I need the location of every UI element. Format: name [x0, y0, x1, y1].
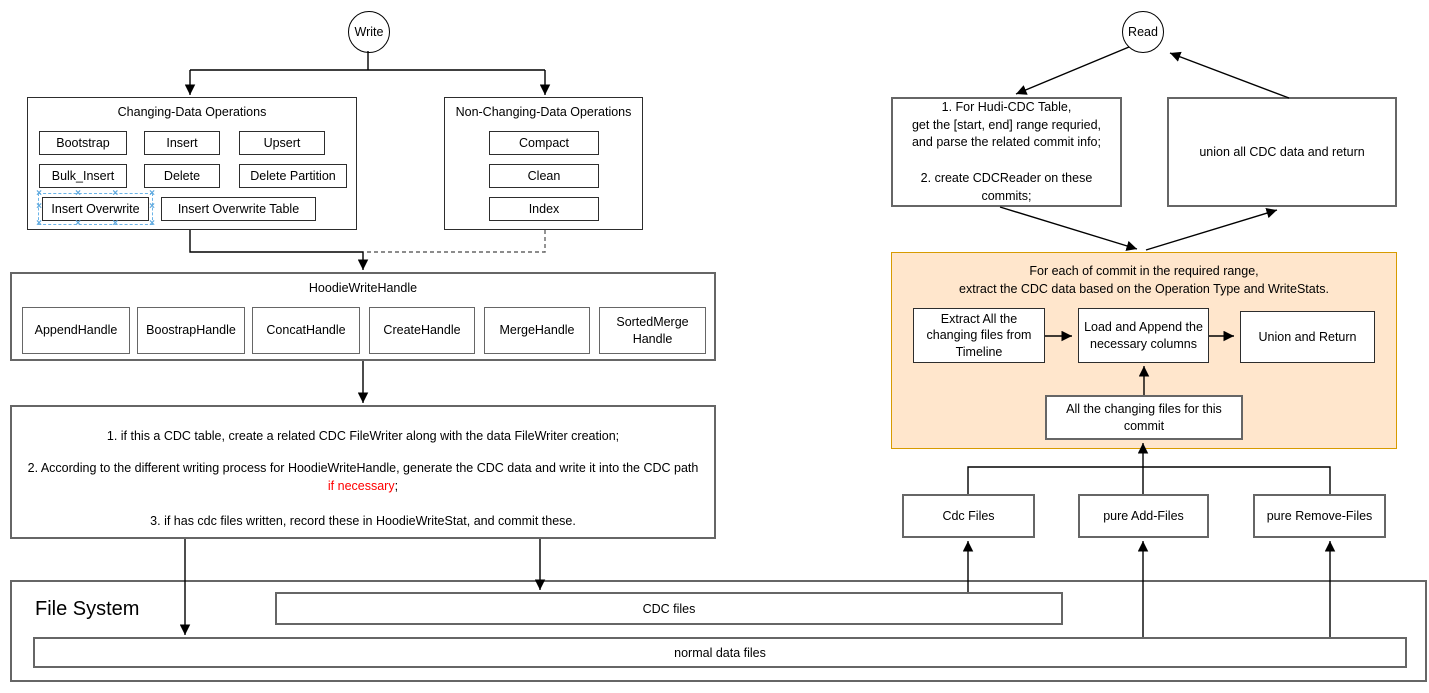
hoodie-write-handle-box[interactable]: HoodieWriteHandle AppendHandle BoostrapH…	[10, 272, 716, 361]
op-clean-label: Clean	[527, 168, 561, 183]
write-step-1: 1. if this a CDC table, create a related…	[106, 429, 620, 443]
op-bootstrap[interactable]: Bootstrap	[39, 131, 127, 155]
pure-remove-files-label: pure Remove-Files	[1266, 508, 1373, 523]
union-and-return-step[interactable]: Union and Return	[1240, 311, 1375, 363]
arrow-changing-to-handle	[189, 230, 369, 270]
merge-handle-label: MergeHandle	[499, 323, 575, 338]
op-delete-partition[interactable]: Delete Partition	[239, 164, 347, 188]
read-prepare-box[interactable]: 1. For Hudi-CDC Table, get the [start, e…	[891, 97, 1122, 207]
op-insert-overwrite[interactable]: Insert Overwrite × × × × × × × × × ×	[36, 189, 155, 229]
dashed-nonchanging-line	[366, 230, 546, 253]
op-compact[interactable]: Compact	[489, 131, 599, 155]
op-bootstrap-label: Bootstrap	[56, 135, 110, 150]
arrow-prepare-to-percommit	[999, 206, 1138, 251]
read-prepare-text: 1. For Hudi-CDC Table, get the [start, e…	[911, 99, 1101, 203]
extract-changing-files-step[interactable]: Extract All the changing files from Time…	[913, 308, 1045, 363]
changing-data-operations-box[interactable]: Changing-Data Operations Bootstrap Inser…	[27, 97, 357, 230]
write-start-node[interactable]: Write	[348, 11, 390, 53]
concat-handle-label: ConcatHandle	[266, 323, 346, 338]
file-system-title: File System	[35, 598, 140, 620]
selection-handle-icon[interactable]: ×	[36, 188, 42, 199]
selection-handle-icon[interactable]: ×	[149, 201, 155, 212]
non-changing-data-operations-title: Non-Changing-Data Operations	[455, 105, 632, 119]
selection-handle-icon[interactable]: ×	[112, 218, 119, 229]
hoodie-write-handle-title: HoodieWriteHandle	[308, 281, 418, 295]
cdc-write-steps-box[interactable]: 1. if this a CDC table, create a related…	[10, 405, 716, 539]
sorted-merge-handle[interactable]: SortedMerge Handle	[599, 307, 706, 354]
read-label: Read	[1128, 25, 1158, 39]
selection-handle-icon[interactable]: ×	[149, 218, 155, 229]
load-append-columns-label: Load and Append the necessary columns	[1084, 320, 1203, 351]
all-changing-files-label: All the changing files for this commit	[1066, 402, 1222, 433]
write-step-2-highlight: if necessary	[327, 479, 395, 494]
non-changing-data-operations-box[interactable]: Non-Changing-Data Operations Compact Cle…	[444, 97, 643, 230]
cdc-files-group-label: Cdc Files	[942, 508, 995, 523]
write-step-2-suffix: ;	[394, 479, 399, 494]
op-insert-overwrite-table-label: Insert Overwrite Table	[177, 201, 300, 216]
changing-data-operations-title: Changing-Data Operations	[117, 105, 267, 119]
selection-handle-icon[interactable]: ×	[112, 188, 119, 199]
pure-add-files-box[interactable]: pure Add-Files	[1078, 494, 1209, 538]
write-label: Write	[354, 25, 384, 39]
filegroup-connector-line	[967, 466, 1331, 494]
boostrap-handle-label: BoostrapHandle	[146, 323, 236, 338]
write-step-3: 3. if has cdc files written, record thes…	[150, 514, 576, 529]
op-insert-overwrite-label: Insert Overwrite	[51, 201, 140, 216]
write-step-2: 2. According to the different writing pr…	[26, 459, 700, 495]
normal-data-files-bar[interactable]: normal data files	[33, 637, 1407, 668]
selection-handle-icon[interactable]: ×	[75, 188, 81, 199]
selection-handle-icon[interactable]: ×	[75, 218, 81, 229]
selection-handle-icon[interactable]: ×	[36, 218, 42, 229]
arrow-read-to-prepare	[1015, 46, 1130, 95]
normal-data-files-bar-label: normal data files	[674, 645, 766, 660]
cdc-files-bar-label: CDC files	[642, 601, 696, 616]
sorted-merge-handle-label: SortedMerge Handle	[616, 315, 689, 346]
pure-remove-files-box[interactable]: pure Remove-Files	[1253, 494, 1386, 538]
concat-handle[interactable]: ConcatHandle	[252, 307, 360, 354]
merge-handle[interactable]: MergeHandle	[484, 307, 590, 354]
op-bulk-insert[interactable]: Bulk_Insert	[39, 164, 127, 188]
op-insert[interactable]: Insert	[144, 131, 220, 155]
create-handle-label: CreateHandle	[383, 323, 461, 338]
load-append-columns-step[interactable]: Load and Append the necessary columns	[1078, 308, 1209, 363]
pure-add-files-label: pure Add-Files	[1103, 508, 1184, 523]
op-delete-partition-label: Delete Partition	[250, 168, 336, 183]
op-compact-label: Compact	[518, 135, 570, 150]
union-all-cdc-box[interactable]: union all CDC data and return	[1167, 97, 1397, 207]
op-bulk-insert-label: Bulk_Insert	[51, 168, 115, 183]
cdc-files-bar[interactable]: CDC files	[275, 592, 1063, 625]
create-handle[interactable]: CreateHandle	[369, 307, 475, 354]
op-delete-label: Delete	[163, 168, 201, 183]
op-upsert-label: Upsert	[263, 135, 301, 150]
extract-changing-files-label: Extract All the changing files from Time…	[926, 312, 1032, 359]
per-commit-title: For each of commit in the required range…	[959, 264, 1329, 297]
op-clean[interactable]: Clean	[489, 164, 599, 188]
selection-handle-icon[interactable]: ×	[149, 188, 155, 199]
arrow-union-to-read	[1169, 51, 1290, 99]
write-step-2-text: 2. According to the different writing pr…	[27, 461, 699, 476]
all-changing-files-box[interactable]: All the changing files for this commit	[1045, 395, 1243, 440]
append-handle[interactable]: AppendHandle	[22, 307, 130, 354]
write-branch-line	[190, 51, 545, 71]
cdc-files-group-box[interactable]: Cdc Files	[902, 494, 1035, 538]
arrow-percommit-to-union	[1145, 208, 1278, 251]
selection-handle-icon[interactable]: ×	[36, 201, 42, 212]
op-index[interactable]: Index	[489, 197, 599, 221]
op-index-label: Index	[528, 201, 560, 216]
union-all-cdc-label: union all CDC data and return	[1199, 144, 1365, 159]
boostrap-handle[interactable]: BoostrapHandle	[137, 307, 245, 354]
op-delete[interactable]: Delete	[144, 164, 220, 188]
append-handle-label: AppendHandle	[34, 323, 118, 338]
read-start-node[interactable]: Read	[1122, 11, 1164, 53]
op-upsert[interactable]: Upsert	[239, 131, 325, 155]
op-insert-overwrite-table[interactable]: Insert Overwrite Table	[161, 197, 316, 221]
union-and-return-label: Union and Return	[1258, 329, 1357, 344]
op-insert-label: Insert	[166, 135, 198, 150]
